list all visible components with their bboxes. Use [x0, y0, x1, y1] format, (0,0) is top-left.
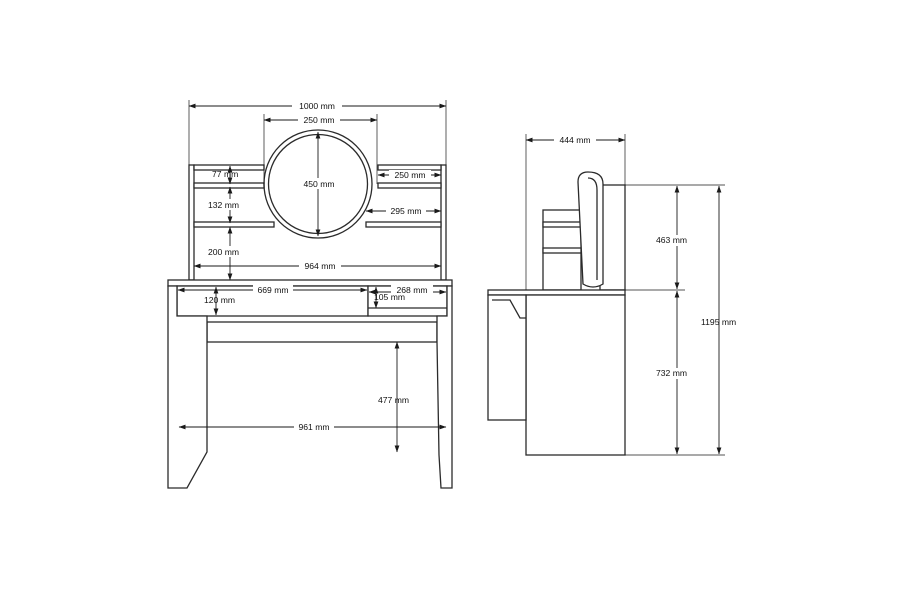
left-leg	[167, 285, 208, 489]
label-gap-mid: 132 mm	[208, 200, 239, 210]
side-hutch-panel	[599, 184, 626, 291]
right-hutch-post	[440, 164, 447, 281]
label-leg-span: 961 mm	[298, 422, 329, 432]
side-desk-body	[525, 294, 626, 456]
side-shelf-top	[542, 221, 582, 228]
label-upper-height: 463 mm	[656, 235, 687, 245]
right-shelf-low	[365, 221, 442, 228]
label-mirror-height: 450 mm	[303, 179, 334, 189]
side-mirror	[577, 171, 604, 288]
left-shelf-mid	[193, 182, 265, 189]
right-leg	[436, 285, 453, 489]
right-shelf-mid	[377, 182, 442, 189]
left-shelf-low	[193, 221, 275, 228]
label-inner-width: 964 mm	[304, 261, 335, 271]
side-mirror-inner	[587, 177, 598, 280]
label-side-drawer-width: 268 mm	[396, 285, 427, 295]
label-mirror-width: 250 mm	[303, 115, 334, 125]
label-side-drawer-height: 105 mm	[374, 292, 405, 302]
side-view	[487, 171, 626, 456]
label-drawer-width: 669 mm	[257, 285, 288, 295]
label-depth: 444 mm	[559, 135, 590, 145]
side-drawer-slide	[492, 299, 526, 319]
label-drawer-height: 120 mm	[204, 295, 235, 305]
label-lower-height: 732 mm	[656, 368, 687, 378]
label-knee-height: 477 mm	[378, 395, 409, 405]
side-drawer-front	[487, 294, 527, 421]
desk-back-panel	[206, 321, 438, 343]
side-shelf-mid	[542, 247, 582, 254]
label-total-height: 1195 mm	[701, 317, 736, 327]
label-gap-low: 200 mm	[208, 247, 239, 257]
side-desk-top	[487, 289, 626, 296]
label-right-shelf-depth: 295 mm	[390, 206, 421, 216]
left-hutch-post	[188, 164, 195, 281]
label-total-width: 1000 mm	[299, 101, 335, 111]
dimension-labels: 1000 mm 250 mm 450 mm 77 mm 132 mm 200 m…	[204, 100, 736, 433]
label-right-shelf-width: 250 mm	[394, 170, 425, 180]
label-gap-top: 77 mm	[212, 169, 238, 179]
